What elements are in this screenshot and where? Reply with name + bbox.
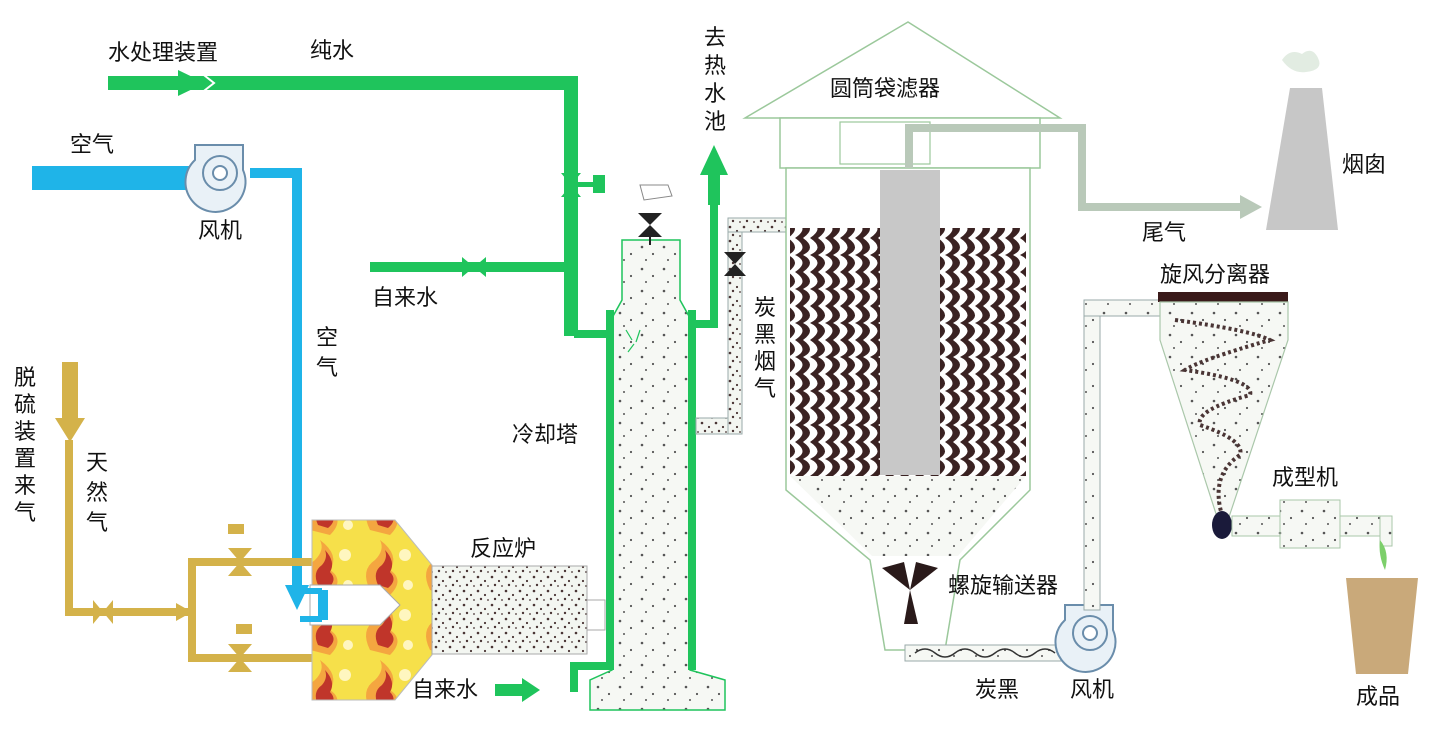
valve-icon [228, 548, 252, 576]
desulfur-label: 脱硫装置来气 [14, 366, 36, 526]
cyclone [1158, 292, 1289, 539]
tap-water-mid-pipe [370, 257, 570, 277]
valve-icon [462, 257, 486, 277]
cyclone-label: 旋风分离器 [1160, 263, 1270, 288]
air-vertical-char-1: 空 [316, 326, 338, 351]
burner-nozzle-icon [300, 588, 328, 622]
molding-machine-label: 成型机 [1272, 466, 1338, 491]
bag-filter [742, 21, 1063, 651]
fan-icon[interactable] [1054, 604, 1117, 673]
cyclone-feed-pipe [1083, 299, 1165, 611]
valve-icon [228, 644, 252, 672]
screw-blade-icon [882, 562, 938, 624]
spray-icon [625, 329, 641, 353]
screw-conveyor-pipe [904, 644, 1086, 662]
pure-water-pipe [108, 70, 614, 338]
cooling-tower-label: 冷却塔 [512, 423, 578, 448]
bag-filter-label: 圆筒袋滤器 [830, 77, 940, 102]
heat-pool-pipe [690, 145, 728, 328]
reactor-label: 反应炉 [470, 537, 536, 562]
water-treatment-label: 水处理装置 [108, 41, 218, 66]
valve-icon [724, 252, 746, 276]
tail-gas-pipe [905, 124, 1262, 219]
valve-icon [638, 213, 662, 237]
product-label: 成品 [1356, 685, 1400, 710]
chimney [1266, 50, 1338, 230]
fan-left-label: 风机 [198, 219, 242, 244]
tap-water-bottom-pipe [495, 662, 608, 702]
tail-gas-label: 尾气 [1142, 221, 1186, 246]
tap-water-bottom-label: 自来水 [412, 678, 478, 703]
valve-icon [93, 600, 113, 624]
tap-water-mid-label: 自来水 [372, 286, 438, 311]
carbon-smoke-label: 炭黑烟气 [754, 296, 776, 402]
arrow-icon [700, 145, 728, 205]
flag-icon [639, 184, 673, 201]
smoke-icon [1282, 50, 1320, 73]
molding-machine [1231, 499, 1393, 570]
arrow-icon [178, 70, 205, 96]
fan-icon[interactable] [184, 144, 247, 213]
valve-icon[interactable] [561, 173, 605, 197]
reactor [300, 519, 606, 701]
cooling-tower [589, 184, 726, 711]
fan-bottom-label: 风机 [1070, 678, 1114, 703]
air-vertical-label: 空 气 [316, 326, 345, 381]
pure-water-label: 纯水 [310, 39, 354, 64]
air-top-label: 空气 [70, 133, 114, 158]
carbon-smoke-pipe [695, 217, 791, 435]
natural-gas-label: 天然气 [86, 451, 108, 536]
air-vertical-char-2: 气 [316, 356, 338, 381]
heat-pool-label: 去热水池 [704, 26, 726, 135]
chimney-label: 烟囱 [1342, 153, 1386, 178]
carbon-black-label: 炭黑 [975, 678, 1019, 703]
product-bin [1346, 578, 1418, 674]
gas-pipe [55, 362, 313, 672]
screw-conveyor-label: 螺旋输送器 [948, 574, 1058, 599]
